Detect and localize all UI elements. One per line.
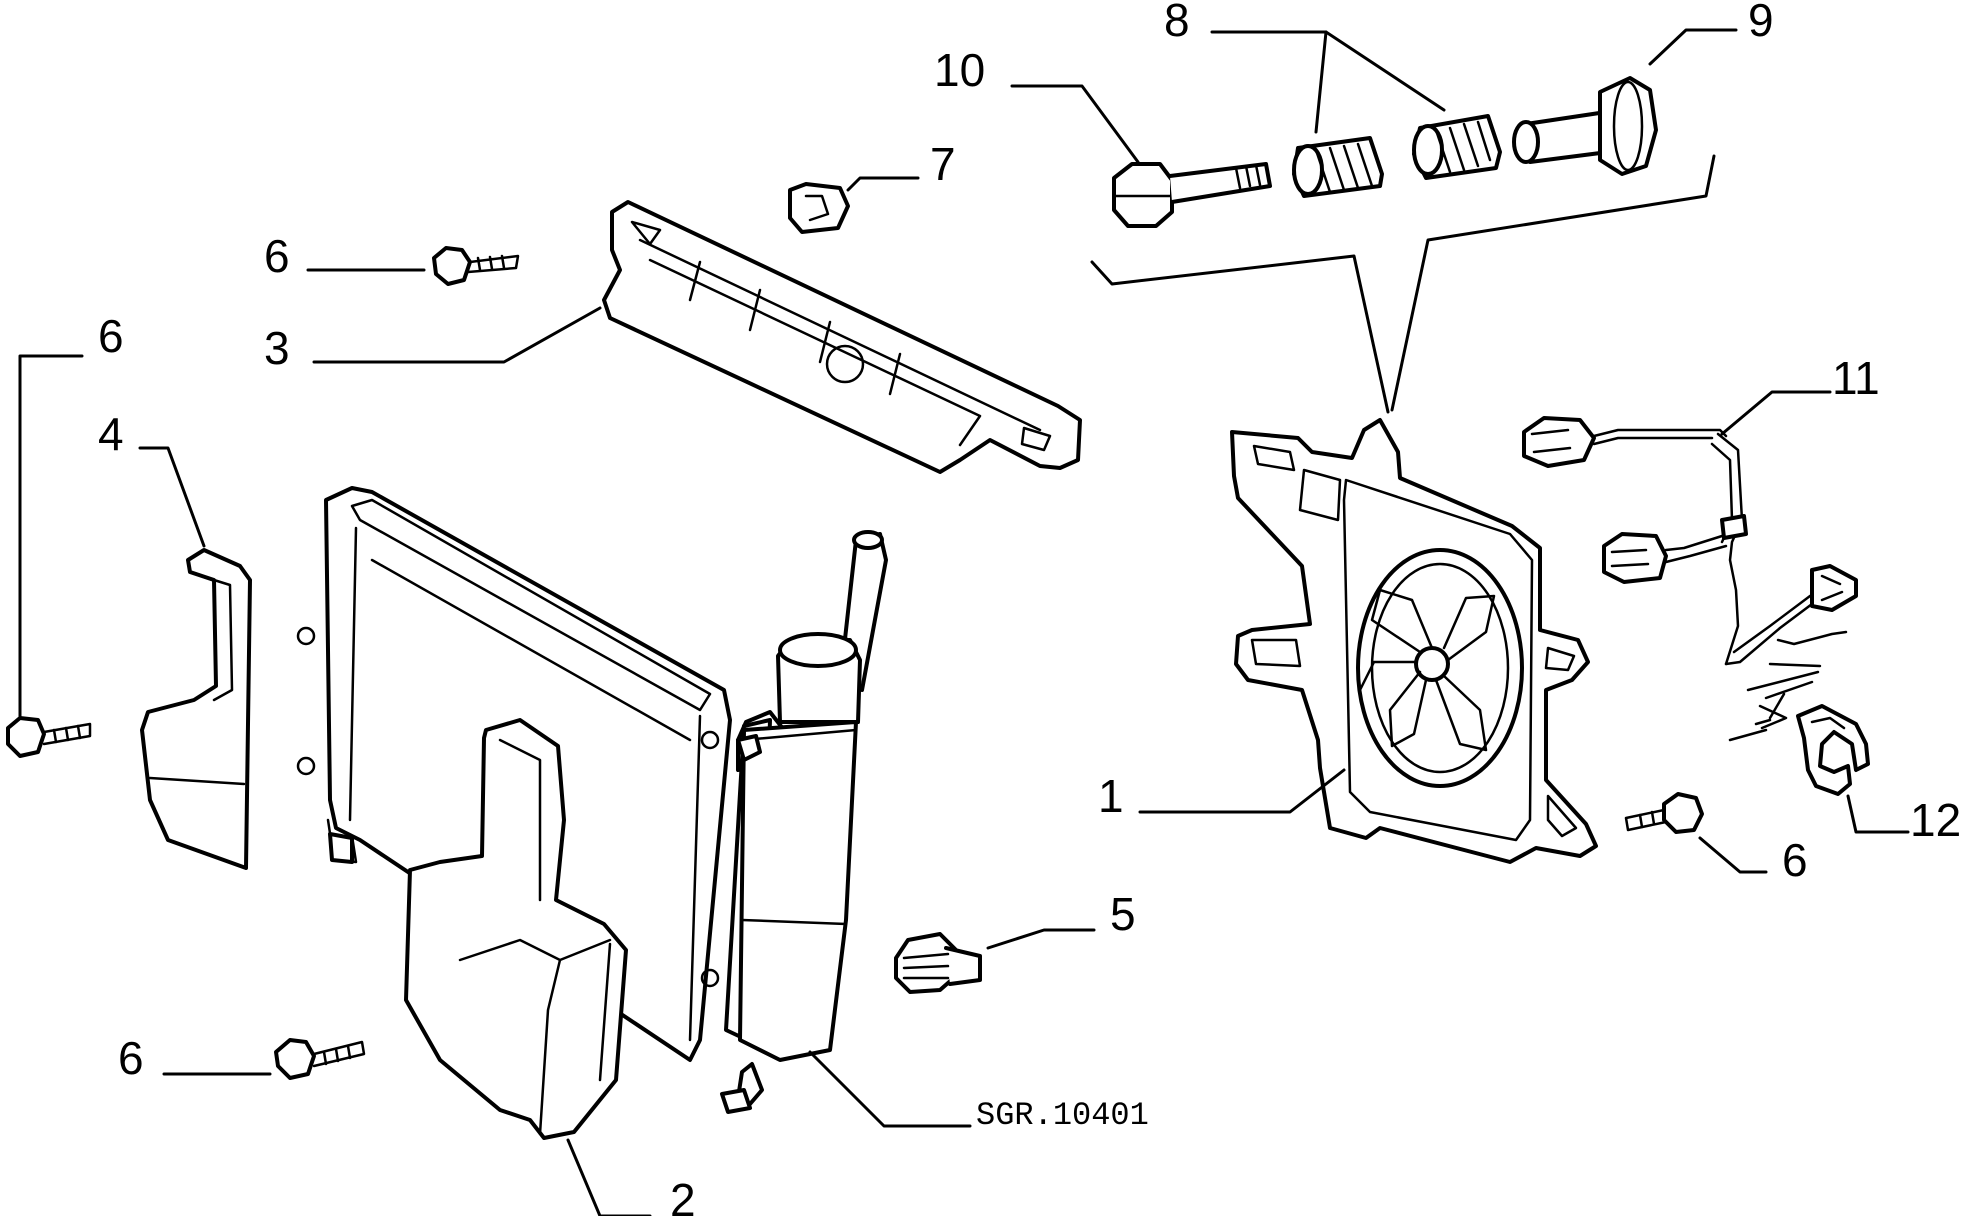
leader-8	[1210, 30, 1328, 134]
leader-1	[1138, 768, 1346, 814]
part-12-cable-clip	[1796, 704, 1870, 796]
leader-6-left	[18, 354, 84, 718]
callout-4: 4	[98, 408, 124, 460]
leader-lines	[18, 28, 1910, 1216]
callout-3: 3	[264, 322, 290, 374]
leader-6-right	[1698, 836, 1768, 874]
leader-7	[846, 176, 920, 192]
callout-8: 8	[1164, 0, 1190, 46]
leader-10	[1010, 84, 1140, 164]
leader-2	[566, 1138, 652, 1216]
part-6-screw-right	[1624, 792, 1704, 834]
callout-labels: 1 2 3 4 5 6 6 6 6 7 8 9 10 11 12 SGR.104…	[98, 0, 1961, 1216]
leader-3	[312, 306, 602, 364]
callout-7: 7	[930, 138, 956, 190]
part-11-wiring-harness	[1522, 416, 1858, 668]
callout-5: 5	[1110, 888, 1136, 940]
leader-12	[1846, 794, 1910, 834]
expansion-tank	[700, 530, 888, 1114]
callout-10: 10	[934, 44, 985, 96]
callout-6-top: 6	[264, 230, 290, 282]
leader-reference	[808, 1050, 972, 1128]
callout-11: 11	[1832, 352, 1880, 404]
leader-11	[1720, 390, 1832, 436]
callout-6-right: 6	[1782, 834, 1808, 886]
part-5-drain-plug	[894, 932, 982, 994]
part-7-clip	[788, 182, 850, 234]
callout-1: 1	[1098, 770, 1124, 822]
leader-5	[986, 928, 1096, 950]
callout-12: 12	[1910, 794, 1961, 846]
leader-4	[138, 446, 206, 548]
callout-6-bottom: 6	[118, 1032, 144, 1084]
part-1-fan-shroud	[1230, 418, 1598, 864]
part-4-side-deflector	[140, 548, 252, 870]
callout-6-left: 6	[98, 310, 124, 362]
part-3-upper-crossmember	[602, 200, 1082, 474]
part-6-screw-left	[6, 716, 92, 758]
part-8-bushings	[1292, 114, 1502, 198]
callout-9: 9	[1748, 0, 1774, 46]
break-symbol	[1728, 670, 1820, 742]
part-2-lower-deflector	[404, 718, 628, 1140]
part-6-screw-bottom	[274, 1038, 366, 1080]
callout-2: 2	[670, 1174, 696, 1216]
leader-9	[1648, 28, 1738, 66]
part-9-spacer	[1512, 76, 1658, 176]
reference-code: SGR.10401	[976, 1097, 1149, 1134]
part-10-bolt	[1112, 162, 1272, 228]
part-6-screw-top	[432, 246, 520, 286]
